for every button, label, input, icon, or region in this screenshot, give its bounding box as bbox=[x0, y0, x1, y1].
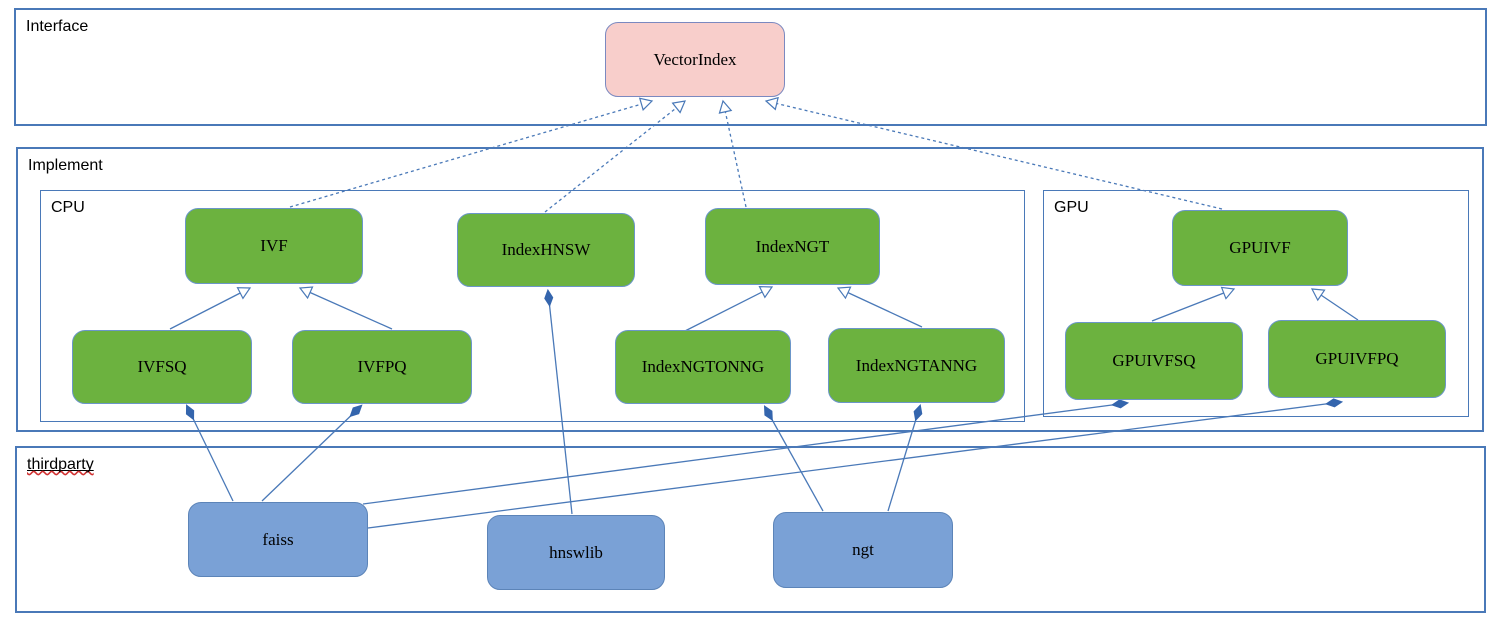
group-interface: Interface bbox=[14, 8, 1487, 126]
node-vectorindex-label: VectorIndex bbox=[653, 49, 737, 69]
node-ivfpq[interactable]: IVFPQ bbox=[292, 330, 472, 404]
node-ivf-label: IVF bbox=[260, 236, 288, 255]
edge-faiss-gpuivfpq bbox=[367, 402, 1341, 529]
node-ivfsq[interactable]: IVFSQ bbox=[72, 330, 252, 404]
edge-faiss-ivfpq bbox=[261, 406, 361, 502]
node-gpuivf[interactable]: GPUIVF bbox=[1172, 210, 1348, 286]
group-cpu-label: CPU bbox=[51, 199, 85, 216]
group-gpu: GPU bbox=[1043, 190, 1469, 417]
group-cpu: CPU bbox=[40, 190, 1025, 422]
edge-ivfsq-ivf bbox=[169, 288, 250, 330]
edge-ngt-indexngtonng bbox=[765, 407, 824, 512]
node-ivfsq-label: IVFSQ bbox=[137, 357, 187, 376]
node-indexngt-label: IndexNGT bbox=[755, 236, 830, 256]
group-thirdparty: thirdparty bbox=[15, 446, 1486, 613]
node-indexngtonng-label: IndexNGTONNG bbox=[641, 357, 765, 376]
group-interface-label: Interface bbox=[26, 18, 89, 35]
edge-ivfpq-ivf bbox=[300, 288, 393, 330]
thirdparty-spellcheck-text: thirdparty bbox=[27, 456, 94, 473]
node-hnswlib-label: hnswlib bbox=[549, 542, 603, 562]
node-vectorindex[interactable]: VectorIndex bbox=[605, 22, 785, 97]
edge-gpuivfpq-gpuivf bbox=[1312, 289, 1359, 321]
node-gpuivf-label: GPUIVF bbox=[1229, 238, 1291, 257]
node-faiss[interactable]: faiss bbox=[188, 502, 368, 577]
node-indexngtonng[interactable]: IndexNGTONNG bbox=[615, 330, 791, 404]
node-gpuivfpq[interactable]: GPUIVFPQ bbox=[1268, 320, 1446, 398]
node-indexngtanng[interactable]: IndexNGTANNG bbox=[828, 328, 1005, 403]
node-indexngt[interactable]: IndexNGT bbox=[705, 208, 880, 285]
group-implement-label: Implement bbox=[28, 157, 103, 174]
group-gpu-label: GPU bbox=[1054, 199, 1089, 216]
node-gpuivfsq-label: GPUIVFSQ bbox=[1112, 351, 1196, 370]
edge-faiss-ivfsq bbox=[187, 406, 234, 502]
edge-gpuivf-vectorindex bbox=[766, 101, 1223, 210]
edge-ivf-vectorindex bbox=[289, 101, 652, 208]
node-hnswlib[interactable]: hnswlib bbox=[487, 515, 665, 590]
group-implement: Implement bbox=[16, 147, 1484, 432]
node-ngt[interactable]: ngt bbox=[773, 512, 953, 588]
edge-gpuivfsq-gpuivf bbox=[1151, 289, 1234, 322]
group-thirdparty-label: thirdparty bbox=[27, 456, 94, 474]
edge-indexhnsw-vectorindex bbox=[544, 101, 685, 213]
node-gpuivfpq-label: GPUIVFPQ bbox=[1315, 349, 1399, 368]
node-indexngtanng-label: IndexNGTANNG bbox=[855, 355, 978, 375]
edge-indexngtanng-indexngt bbox=[838, 288, 923, 328]
edge-indexngtonng-indexngt bbox=[682, 287, 772, 333]
node-ngt-label: ngt bbox=[852, 540, 874, 559]
node-gpuivfsq[interactable]: GPUIVFSQ bbox=[1065, 322, 1243, 400]
node-ivf[interactable]: IVF bbox=[185, 208, 363, 284]
edge-hnswlib-indexhnsw bbox=[548, 291, 573, 515]
node-faiss-label: faiss bbox=[262, 529, 294, 549]
node-indexhnsw-label: IndexHNSW bbox=[501, 240, 591, 259]
edge-faiss-gpuivfsq bbox=[362, 403, 1127, 505]
edge-indexngt-vectorindex bbox=[723, 101, 747, 208]
node-indexhnsw[interactable]: IndexHNSW bbox=[457, 213, 635, 287]
node-ivfpq-label: IVFPQ bbox=[357, 357, 407, 376]
